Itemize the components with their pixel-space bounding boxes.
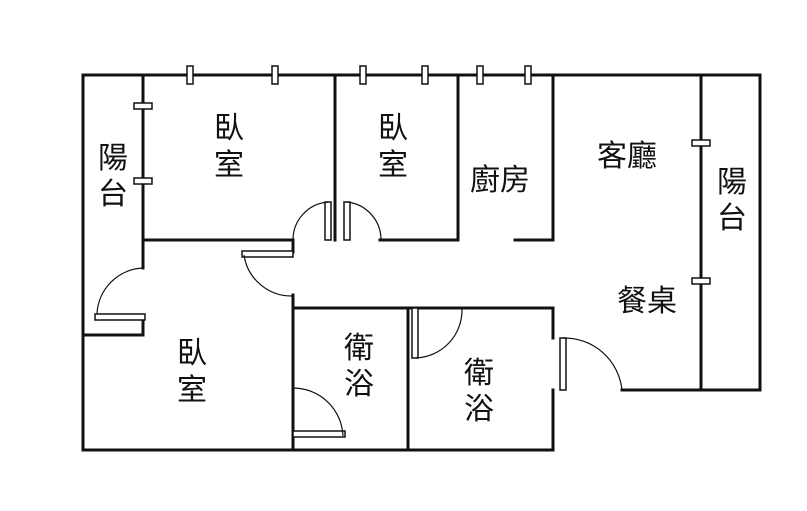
room-labels: 陽 台 臥 室 臥 室 廚房 客廳 陽 台 餐桌 臥 室 衛 浴 衛 浴 [98, 111, 747, 427]
bedroom-top-left-label-1: 臥 [214, 111, 244, 146]
bedroom-top-mid-label-2: 室 [378, 148, 408, 183]
living-room-label: 客廳 [597, 139, 657, 174]
top-windows [186, 65, 532, 85]
bathroom-left-label-1: 衛 [344, 331, 374, 366]
interior-walls [81, 73, 703, 452]
balcony-left-label-2: 台 [98, 177, 128, 212]
bedroom-top-left-label-2: 室 [214, 148, 244, 183]
bathroom-right-label-2: 浴 [464, 392, 494, 427]
dining-table-label: 餐桌 [617, 284, 677, 319]
bedroom-bottom-label-2: 室 [177, 373, 207, 408]
bathroom-left-label-2: 浴 [344, 367, 374, 402]
balcony-left-label-1: 陽 [98, 141, 128, 176]
bedroom-top-mid-label-1: 臥 [378, 111, 408, 146]
balcony-right-label-1: 陽 [717, 165, 747, 200]
bathroom-right-label-1: 衛 [464, 356, 494, 391]
kitchen-label: 廚房 [470, 163, 530, 198]
balcony-right-label-2: 台 [717, 201, 747, 236]
bedroom-bottom-label-1: 臥 [177, 336, 207, 371]
balcony-windows [133, 102, 711, 285]
doors [94, 201, 623, 438]
